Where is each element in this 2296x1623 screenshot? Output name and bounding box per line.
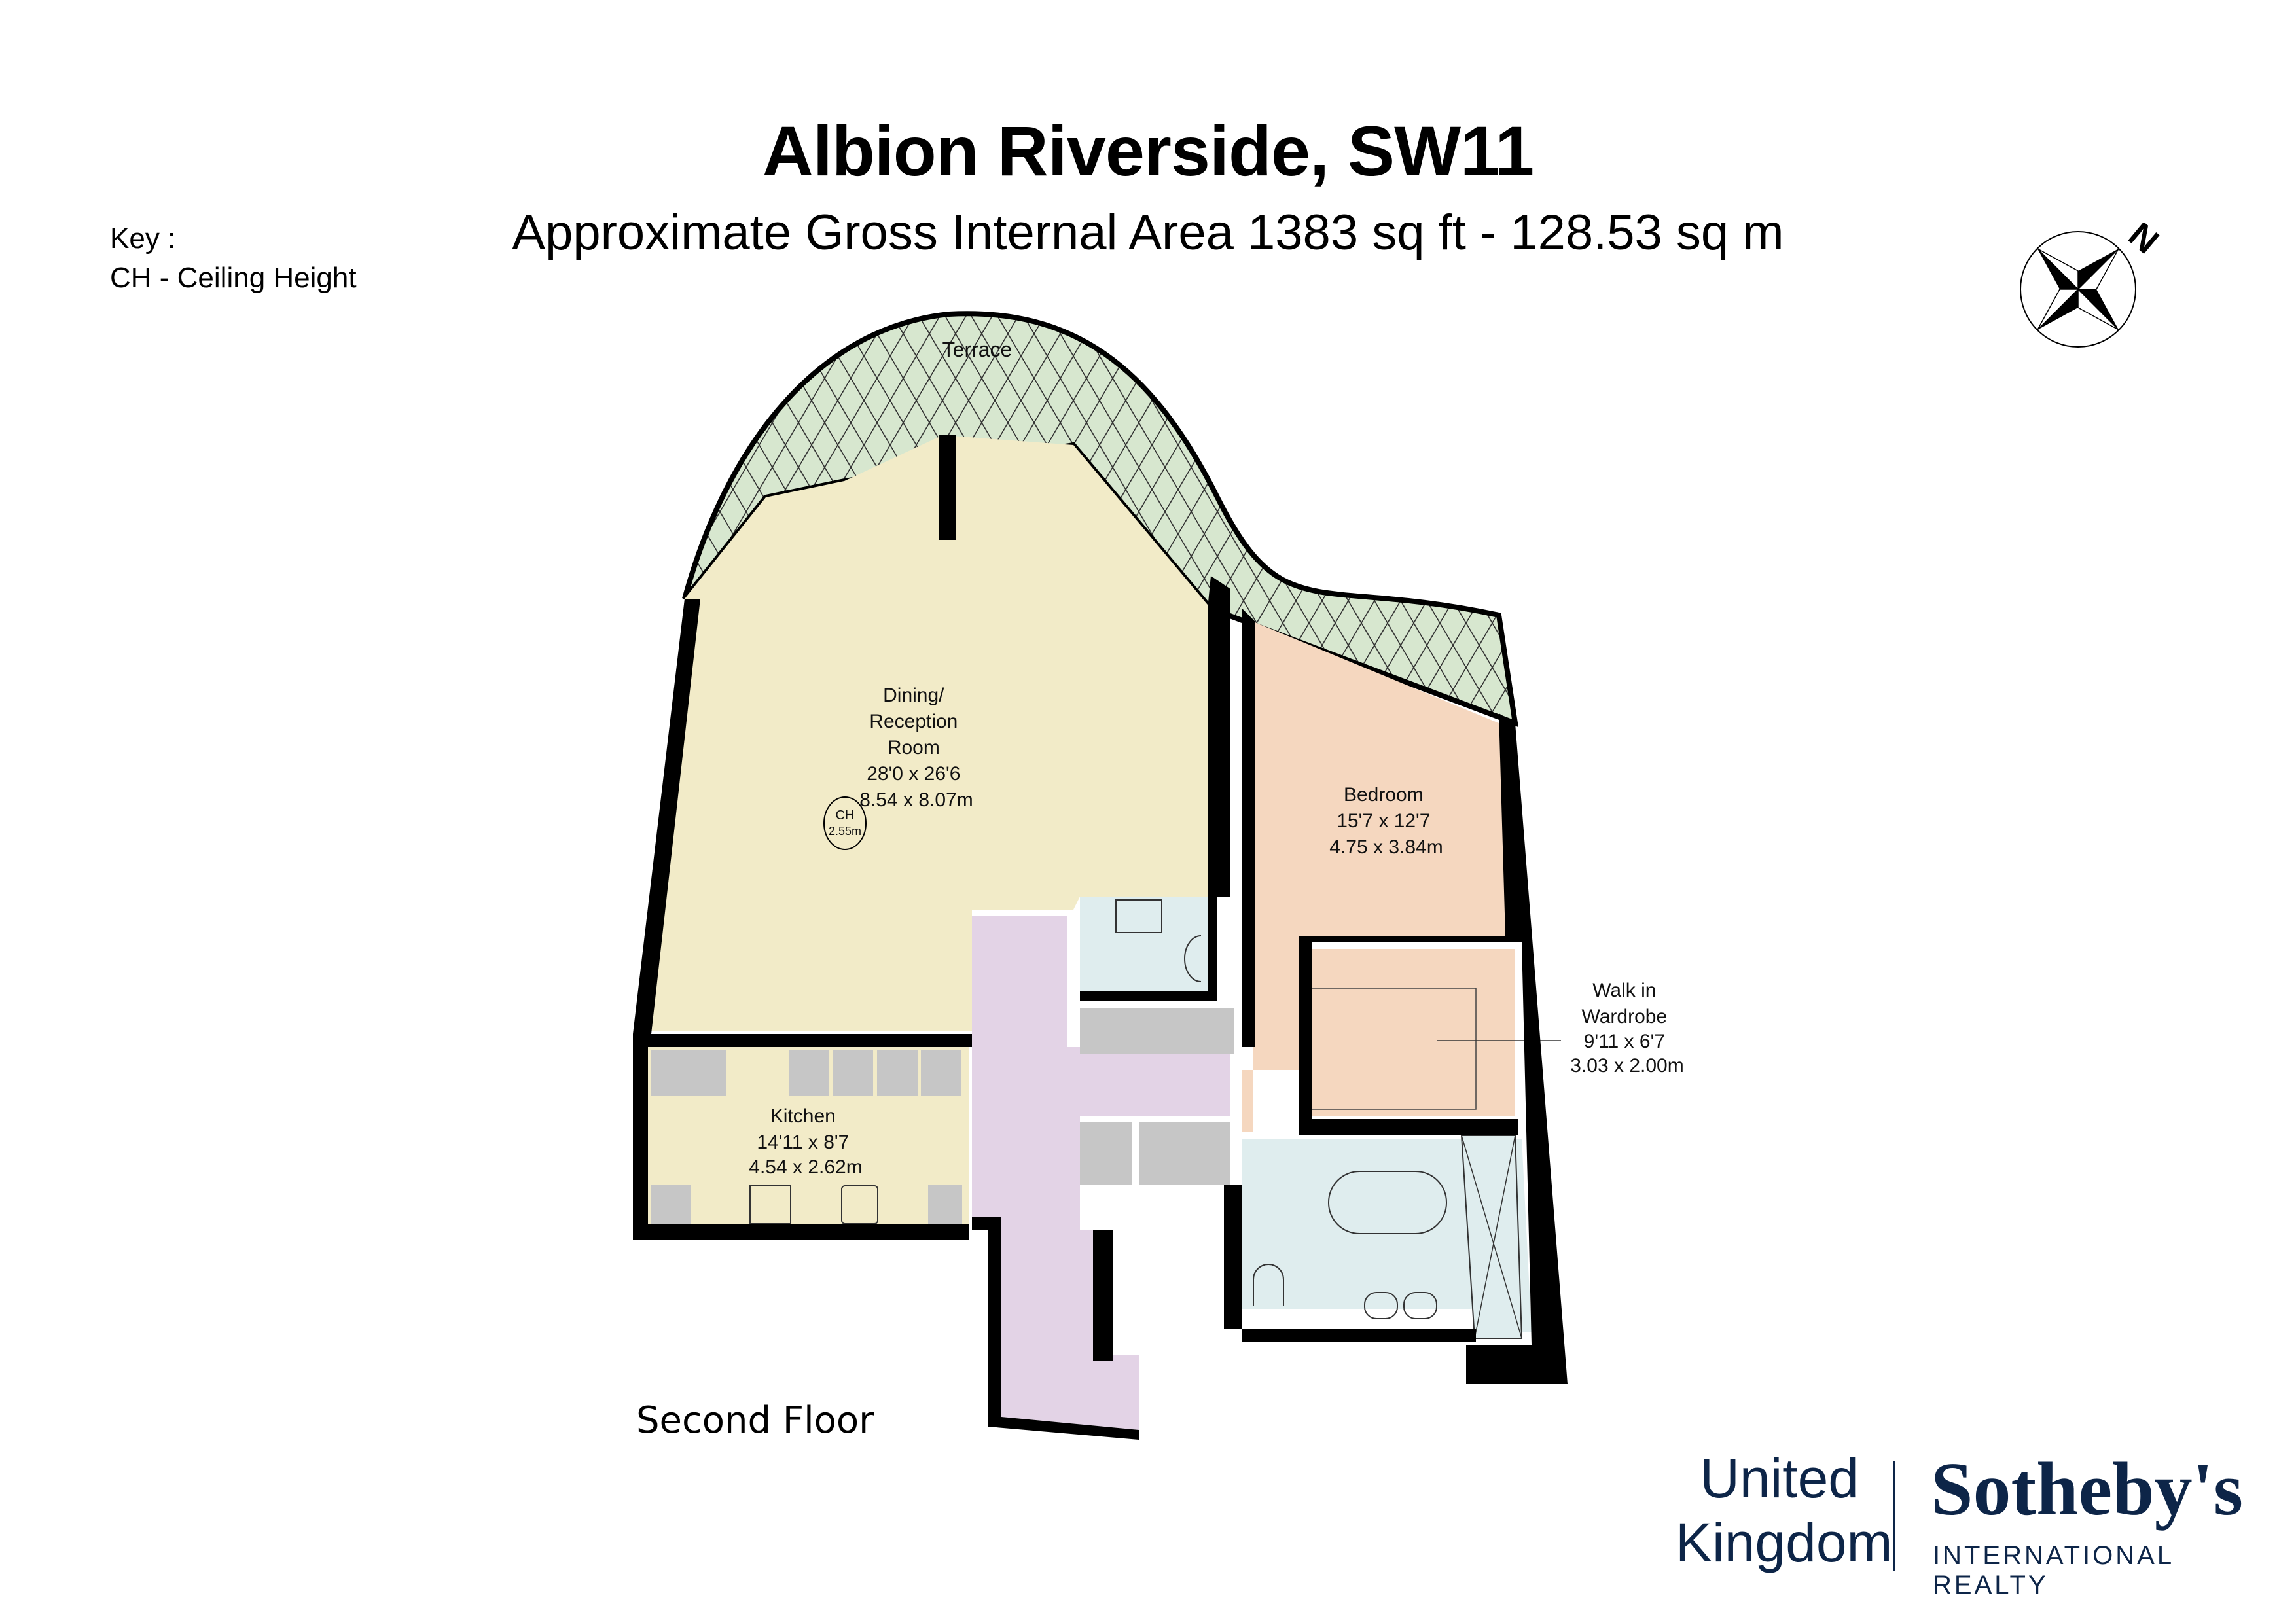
terrace-label: Terrace — [942, 338, 1013, 361]
basin-icon — [1403, 1292, 1437, 1319]
bathtub-icon — [1328, 1171, 1447, 1234]
logo-tagline: INTERNATIONAL REALTY — [1933, 1541, 2174, 1599]
wc — [1080, 897, 1217, 1001]
toilet-icon — [1184, 935, 1202, 982]
logo-region-line-2: Kingdom — [1676, 1512, 1893, 1573]
hall-storage — [1080, 1008, 1234, 1185]
kitchen: Kitchen 14'11 x 8'7 4.54 x 2.62m — [648, 1047, 969, 1224]
terrace: Terrace — [682, 311, 1518, 728]
bedroom: Bedroom 15'7 x 12'7 4.75 x 3.84m — [1242, 622, 1522, 1132]
basin-icon — [1115, 899, 1162, 933]
logo-region: United Kingdom — [1676, 1446, 1893, 1575]
svg-text:CH: CH — [836, 808, 855, 823]
hallway — [972, 916, 1230, 1430]
north-label: N — [2121, 223, 2166, 261]
dining-label: Dining/ Reception Room 28'0 x 26'6 8.54 … — [859, 685, 973, 811]
svg-text:2.55m: 2.55m — [829, 825, 861, 838]
dining-reception-room: Dining/ Reception Room 28'0 x 26'6 8.54 … — [651, 435, 1224, 1031]
basin-icon — [1364, 1292, 1398, 1319]
kitchen-cabinets — [651, 1050, 962, 1224]
floor-label: Second Floor — [636, 1399, 874, 1442]
walk-in-wardrobe: Walk in Wardrobe 9'11 x 6'7 3.03 x 2.00m — [1308, 949, 1684, 1116]
logo-divider — [1893, 1461, 1895, 1571]
logo-brand: Sotheby's — [1931, 1448, 2244, 1531]
ceiling-height-marker: CH 2.55m — [823, 796, 867, 850]
key-title: Key : — [110, 223, 176, 255]
wardrobe-label: Walk in Wardrobe 9'11 x 6'7 3.03 x 2.00m — [1570, 980, 1683, 1077]
bedroom-label: Bedroom 15'7 x 12'7 4.75 x 3.84m — [1329, 784, 1443, 858]
compass-rose-icon: N — [2020, 223, 2166, 348]
key-item-ceiling-height: CH - Ceiling Height — [110, 262, 357, 294]
bathroom — [1242, 1135, 1532, 1339]
toilet-icon — [1253, 1264, 1284, 1306]
kitchen-label: Kitchen 14'11 x 8'7 4.54 x 2.62m — [749, 1105, 862, 1178]
page-title: Albion Riverside, SW11 — [762, 111, 1534, 190]
area-subtitle: Approximate Gross Internal Area 1383 sq … — [512, 205, 1784, 260]
logo-region-line-1: United — [1700, 1448, 1859, 1509]
walls — [633, 435, 1568, 1440]
